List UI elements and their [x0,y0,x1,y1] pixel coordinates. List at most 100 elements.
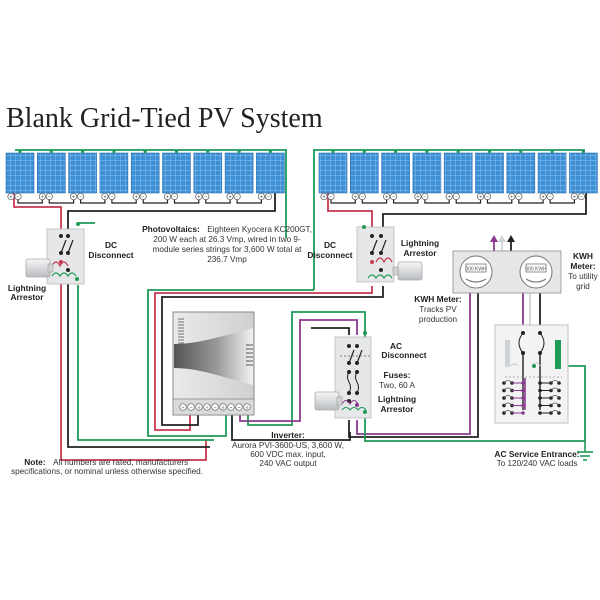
inverter-terminal-symbol: ~ [238,406,241,411]
ground-symbol-icon [577,441,593,461]
module-top-connector [331,149,335,154]
kwh-grid-line1: KWH [573,251,593,261]
right-pv-module: +− [475,149,504,200]
module-top-connector [112,149,116,154]
negative-terminal-label: − [110,194,113,200]
left-pv-array: +−+−+−+−+−+−+−+−+− [5,149,285,204]
positive-terminal-icon [539,192,547,201]
module-top-connector [456,149,460,154]
inverter-terminal-symbol: ⏚ [221,404,226,411]
left-pv-module: +− [99,149,129,200]
series-jumper-wire [80,199,106,204]
left-pv-module: +− [130,149,160,200]
inverter-terminal-icon [195,403,203,411]
negative-terminal-label: − [580,194,583,200]
negative-terminal-label: − [423,194,426,200]
positive-terminal-icon [7,192,15,201]
positive-terminal-icon [226,192,234,201]
series-jumper-wire [455,199,482,204]
negative-terminal-label: − [48,194,51,200]
breaker-link [503,402,560,406]
lightning-ac-line1: Lightning [378,394,416,404]
module-top-connector [487,149,492,154]
series-jumper-wire [111,199,137,204]
lightning-ac-line2: Arrestor [380,404,414,414]
negative-terminal-label: − [79,194,82,200]
inverter-terminal-icon [235,403,243,411]
module-top-connector [268,149,272,154]
photovoltaics-label: Photovoltaics: Eighteen Kyocera KC200GT,… [142,224,312,264]
dc-disconnect-left-line2: Disconnect [88,250,133,260]
module-top-connector [174,149,179,154]
right-pv-module: +− [318,149,348,201]
right-pv-module: +− [506,149,536,200]
series-jumper-wire [330,199,356,204]
breaker-link [503,380,560,384]
kwh-pv-line3: production [419,315,458,324]
inverter-terminal-symbol: − [190,406,193,411]
positive-terminal-icon [383,192,391,201]
ac-lightning-arrestor [314,391,343,411]
inverter-terminal-icon [187,403,195,411]
ac-service-line2: To 120/240 VAC loads [497,459,578,468]
negative-terminal-label: − [236,194,239,200]
right-array-red-wire [327,190,373,232]
meter-2-display: 000 KWH [525,267,547,273]
ac-service-panel [494,324,569,424]
kwh-meter-pv: 000 KWH [459,255,493,289]
module-top-connector [550,149,554,154]
right-dc-black-to-inverter [161,286,384,426]
pv-label-line4: 236.7 Vmp [207,255,247,264]
inverter-terminal-icon [203,403,211,411]
diagram-title: Blank Grid-Tied PV System [6,103,323,134]
negative-terminal-label: − [204,194,207,200]
series-jumper-wire [236,199,262,204]
positive-terminal-label: + [354,194,357,200]
negative-terminal-label: − [392,194,395,200]
positive-terminal-icon [320,192,328,201]
series-jumper-wire [205,199,231,204]
kwh-meter-grid: 000 KWH [519,255,553,289]
right-dc-green-to-inverter [147,289,314,437]
ac-disc-black-top [311,327,350,335]
breaker-link [503,387,560,391]
positive-terminal-label: + [323,194,326,200]
pv-label-heading: Photovoltaics: [142,224,200,234]
left-pv-module: +− [36,149,66,200]
left-pv-module: +− [224,149,254,201]
left-array-black-wire [67,190,276,244]
negative-terminal-label: − [17,194,20,200]
positive-terminal-label: + [166,194,169,200]
kwh-grid-line2: Meter: [570,261,595,271]
series-jumper-wire [518,199,544,204]
kwh-grid-line3: To utility [568,272,598,281]
module-top-connector [519,149,523,154]
note-heading: Note: [24,457,45,467]
negative-terminal-label: − [486,194,489,200]
module-top-connector [206,149,210,154]
series-jumper-wire [393,199,419,204]
series-jumper-wire [549,199,575,204]
left-dc-black-down [67,278,210,448]
positive-terminal-icon [445,192,453,201]
lightning-left-line2: Arrestor [10,292,44,302]
left-dc-green-ground [77,222,214,441]
left-dc-disconnect [46,222,85,285]
right-lightning-arrestor [392,261,423,281]
kwh-pv-line2: Tracks PV [419,305,457,314]
inverter-terminal-symbol: ⏚ [245,404,250,411]
left-dc-red-down [60,278,207,461]
positive-terminal-label: + [10,194,13,200]
ac-service-heading: AC Service Entrance: [494,449,579,459]
positive-terminal-label: + [479,194,482,200]
negative-terminal-label: − [330,194,333,200]
ac-disconnect-line2: Disconnect [381,350,426,360]
note-line2: specifications, or nominal unless otherw… [11,467,203,476]
module-top-connector [81,149,85,154]
left-lightning-arrestor [25,258,54,278]
right-pv-module: +− [349,149,379,200]
series-jumper-wire [486,199,513,204]
inverter-line3: 600 VDC max. input, [250,450,326,459]
right-pv-module: +− [569,149,598,200]
